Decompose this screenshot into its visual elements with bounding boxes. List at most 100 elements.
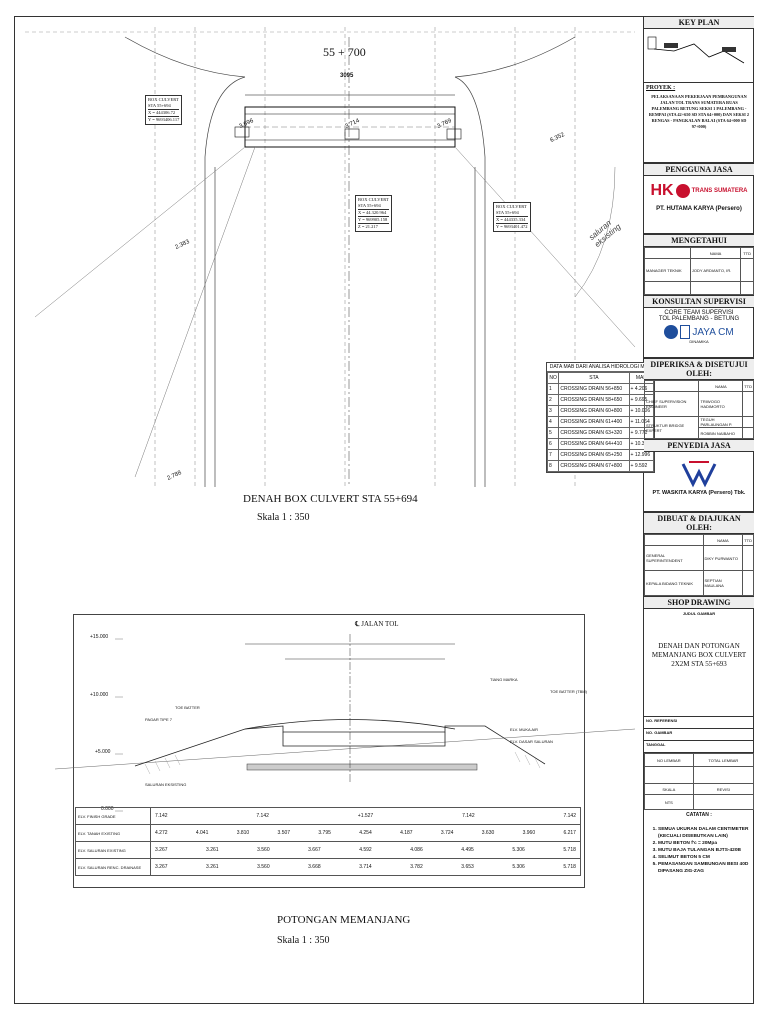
level-value: 3.653 — [461, 864, 474, 870]
col-nama: NAMA — [702, 534, 744, 546]
mab-cell: 7 — [546, 449, 560, 461]
skala-value: NTS — [644, 794, 694, 810]
mab-cell: CROSSING DRAIN 67+800 — [558, 460, 630, 472]
note-item: SEMUA UKURAN DALAM CENTIMETER (KECUALI D… — [658, 826, 752, 840]
mab-cell: 5 — [546, 427, 560, 439]
section-annotation: ELV. MUKA AIR — [510, 727, 539, 732]
no-gambar-label: NO. GAMBAR — [646, 730, 673, 735]
plan-title: DENAH BOX CULVERT STA 55+694 — [243, 493, 418, 505]
tanggal-row: TANGGAL — [644, 741, 754, 753]
key-plan-header: KEY PLAN — [644, 17, 754, 29]
dim-label: 3095 — [340, 73, 354, 79]
section-annotation: TOE BATTER (TBM) — [550, 689, 587, 694]
no-referensi-row: NO. REFERENSI — [644, 717, 754, 729]
consultant-section: CORE TEAM SUPERVISI TOL PALEMBANG - BETU… — [644, 310, 754, 358]
tanggal-label: TANGGAL — [646, 742, 666, 747]
contractor-section: PT. WASKITA KARYA (Persero) Tbk. — [644, 452, 754, 512]
level-value: 5.306 — [512, 864, 525, 870]
notes-list: SEMUA UKURAN DALAM CENTIMETER (KECUALI D… — [646, 826, 752, 875]
level-value: 3.261 — [206, 847, 219, 853]
level-value: 3.261 — [206, 864, 219, 870]
signer-name: TRIWOGO HADIMORTO — [698, 391, 744, 417]
mab-caption: DATA MAB DARI ANALISA HIDROLOGI MPB — [547, 363, 654, 372]
level-value: 5.306 — [512, 847, 525, 853]
level-label: +5.000 — [95, 749, 111, 755]
level-value: 7.142 — [155, 813, 168, 819]
level-value: 3.810 — [236, 830, 250, 836]
section-annotation: SALURAN EKSISTING — [145, 782, 187, 787]
level-value: 3.267 — [155, 864, 168, 870]
level-row-label: ELV. SALURAN EXISTING — [75, 841, 151, 859]
level-value: 3.714 — [359, 864, 372, 870]
konsultan-header: KONSULTAN SUPERVISI — [644, 295, 754, 308]
dinamika-logo-icon — [664, 325, 679, 339]
waskita-logo-icon — [681, 461, 717, 488]
signer-name: SEPTIAN MAULANA — [702, 570, 744, 596]
level-value: 4.086 — [410, 847, 423, 853]
box-culvert-callout-right: BOX CULVERT STA 55+694 X = 444335.334 Y … — [493, 202, 531, 232]
mab-cell: CROSSING DRAIN 58+650 — [558, 394, 630, 406]
col-nama: NAMA — [689, 247, 742, 259]
pengguna-jasa-header: PENGGUNA JASA — [644, 163, 754, 176]
col-ttd: TTD — [742, 534, 754, 546]
notes-section: CATATAN : SEMUA UKURAN DALAM CENTIMETER … — [644, 810, 754, 922]
tol-pb-text: TOL PALEMBANG - BETUNG — [658, 316, 740, 322]
section-annotation: TOE BATTER — [175, 705, 200, 710]
level-value: 3.667 — [308, 847, 321, 853]
mab-cell: CROSSING DRAIN 64+410 — [558, 438, 630, 450]
level-value: 7.142 — [563, 813, 576, 819]
level-value: 3.782 — [410, 864, 423, 870]
box-culvert-callout-center: BOX CULVERT STA 55+694 X = 44.320.964 Y … — [355, 195, 392, 232]
project-text: PELAKSANAAN PEKERJAAN PEMBANGUNAN JALAN … — [648, 94, 750, 129]
hk-logo: HK — [650, 182, 674, 199]
skala-label: SKALA — [644, 783, 694, 795]
level-label: +10.000 — [90, 692, 109, 698]
mab-table: DATA MAB DARI ANALISA HIDROLOGI MPB NO S… — [546, 362, 655, 473]
plan-view — [25, 27, 636, 487]
col-ttd: TTD — [742, 380, 754, 392]
level-value: 4.272 — [155, 830, 168, 836]
signer-name: DIKY PURWANTO — [702, 545, 744, 571]
hutama-name: PT. HUTAMA KARYA (Persero) — [656, 206, 742, 212]
no-lembar-label: NO LEMBAR — [644, 753, 694, 767]
level-value: 3.560 — [257, 847, 270, 853]
level-row-label: ELV. TANAH EXISTING — [75, 824, 151, 842]
mab-cell: 4 — [546, 416, 560, 428]
no-gambar-row: NO. GAMBAR — [644, 729, 754, 741]
signer-role: MANAGER TEKNIK — [644, 258, 691, 282]
mab-cell: + 9.592 — [628, 460, 655, 472]
notes-label: CATATAN : — [686, 812, 712, 818]
key-plan-icon — [647, 36, 745, 64]
mab-cell: CROSSING DRAIN 63+320 — [558, 427, 630, 439]
section-annotation: PAGAR TIPE 7 — [145, 717, 172, 722]
penyedia-header: PENYEDIA JASA — [644, 439, 754, 452]
mab-cell: 1 — [546, 383, 560, 395]
note-item: SELIMUT BETON 5 CM — [658, 854, 752, 861]
centerline-text: JALAN TOL — [361, 620, 399, 628]
signer-role: KEPALA BIDANG TEKNIK — [644, 570, 704, 596]
client-logo-section: HK TRANS SUMATERA PT. HUTAMA KARYA (Pers… — [644, 182, 754, 234]
signer-name: ROBBIN NAIBAHO — [698, 427, 744, 439]
level-value: +1.527 — [357, 813, 374, 819]
mab-cell: CROSSING DRAIN 60+800 — [558, 405, 630, 417]
drawing-title-section: JUDUL GAMBAR DENAH DAN POTONGAN MEMANJAN… — [644, 611, 754, 717]
level-value: 3.630 — [481, 830, 495, 836]
judul-label: JUDUL GAMBAR — [682, 611, 716, 616]
level-row-label: ELV. FINISH GRADE — [75, 807, 151, 825]
mab-cell: CROSSING DRAIN 65+250 — [558, 449, 630, 461]
